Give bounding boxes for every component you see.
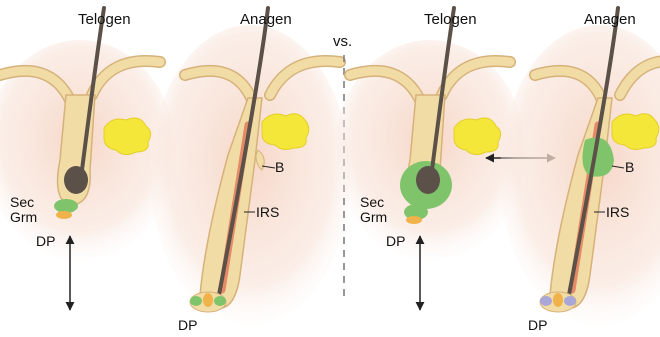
sec-label-left: Sec [10, 194, 34, 210]
sebaceous-gland [104, 118, 151, 155]
secondary-germ [54, 199, 78, 213]
telogen-title-left: Telogen [78, 11, 131, 28]
anagen-title-left: Anagen [240, 11, 292, 28]
b-label-left: B [275, 159, 284, 175]
telogen-follicle-left [0, 8, 175, 310]
dp-label-anagen-left: DP [178, 317, 197, 333]
grm-label-right: Grm [360, 209, 387, 225]
irs-label-left: IRS [256, 204, 279, 220]
sec-label-right: Sec [360, 194, 384, 210]
dermal-papilla [56, 211, 72, 219]
anagen-follicle-right [500, 8, 660, 325]
telogen-follicle-right [335, 8, 525, 310]
irs-label-right: IRS [606, 204, 629, 220]
anagen-follicle-left [150, 8, 350, 325]
dp-label-telogen-right: DP [386, 233, 405, 249]
dp-label-telogen-left: DP [36, 233, 55, 249]
b-label-right: B [625, 159, 634, 175]
dp-label-anagen-right: DP [528, 317, 547, 333]
telogen-title-right: Telogen [424, 11, 477, 28]
anagen-title-right: Anagen [584, 11, 636, 28]
grm-label-left: Grm [10, 209, 37, 225]
vs-label: vs. [333, 33, 352, 50]
